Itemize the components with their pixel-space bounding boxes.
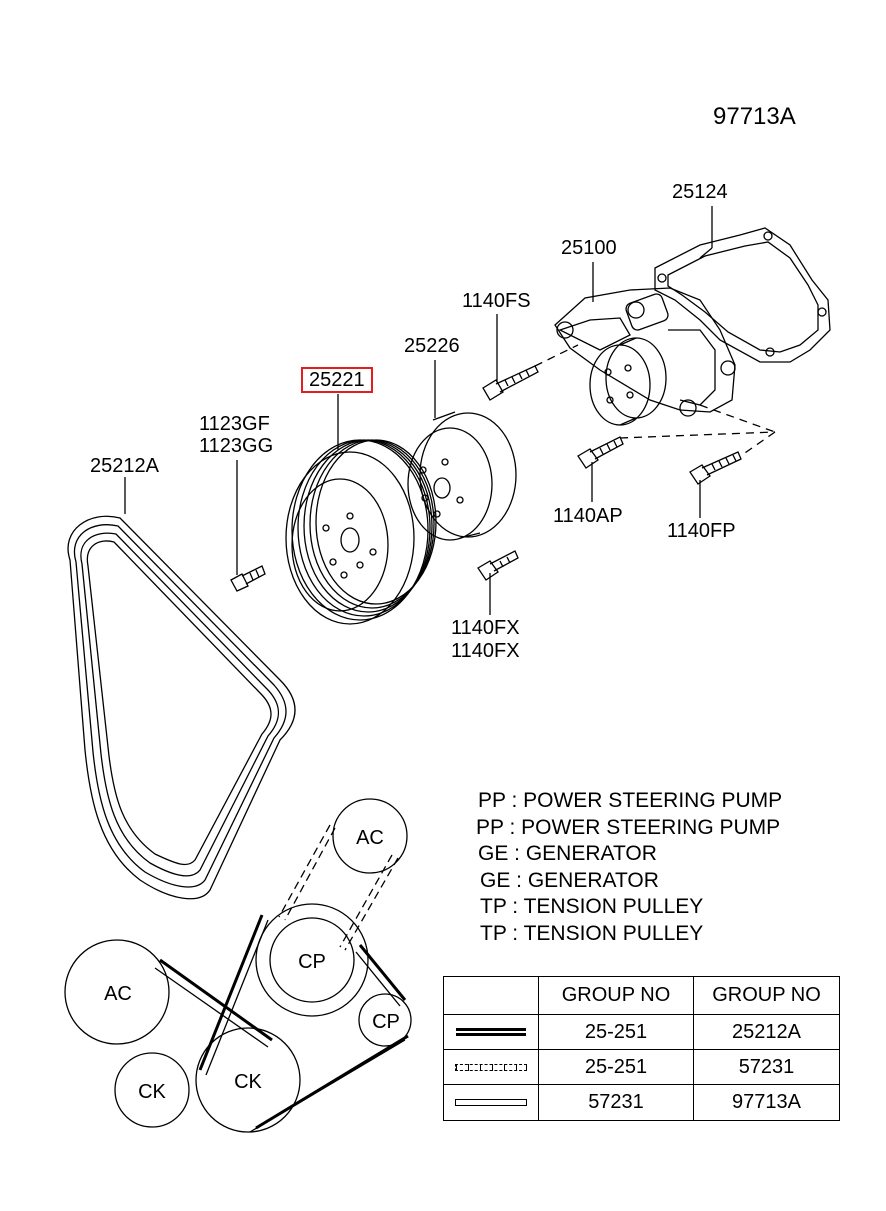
legend-item: PP : POWER STEERING PUMP: [478, 789, 783, 812]
bolt-1140fx: [477, 550, 519, 581]
belt-routing-schematic: [64, 798, 412, 1133]
callout-1140fx-a[interactable]: 1140FX: [451, 617, 520, 639]
callout-1140ap[interactable]: 1140AP: [553, 505, 623, 527]
table-row: 25-251 57231: [443, 1049, 840, 1085]
dashed-belt-swatch: [455, 1063, 527, 1071]
water-pump-pulley: [285, 439, 437, 625]
callout-1140fx-b[interactable]: 1140FX: [451, 640, 520, 662]
label-cp-small: CP: [372, 1011, 400, 1033]
pulley-ac-lower: [64, 939, 170, 1045]
legend-item: TP : TENSION PULLEY: [480, 921, 704, 945]
label-cp-upper: CP: [298, 951, 326, 973]
legend-item: GE : GENERATOR: [478, 842, 657, 865]
pulley-cp-small: [358, 993, 412, 1047]
label-ac-upper: AC: [356, 827, 384, 849]
legend-item: GE : GENERATOR: [480, 868, 659, 892]
line-style-swatch: [443, 1014, 539, 1050]
callout-25100[interactable]: 25100: [561, 237, 617, 259]
callout-1140fp[interactable]: 1140FP: [667, 520, 736, 542]
water-pump-gasket: [654, 227, 831, 363]
callout-1140fs[interactable]: 1140FS: [462, 290, 531, 312]
bolt-1140fp: [689, 451, 742, 485]
pulley-ck-large: [195, 1027, 301, 1133]
table-header-cell: GROUP NO: [693, 976, 840, 1015]
pulley-flange: [407, 411, 517, 541]
callout-25124[interactable]: 25124: [672, 181, 728, 203]
line-style-swatch: [443, 1084, 539, 1121]
table-cell: 97713A: [693, 1084, 840, 1121]
legend-item: PP : POWER STEERING PUMP: [476, 815, 781, 839]
callout-25226[interactable]: 25226: [404, 335, 460, 357]
table-cell: 25-251: [538, 1014, 694, 1050]
open-belt-swatch: [455, 1099, 527, 1107]
bolt-1123gf: [230, 565, 266, 592]
line-style-swatch: [443, 1049, 539, 1085]
bolt-1140ap: [577, 436, 624, 469]
pulley-ck-small: [114, 1052, 190, 1128]
drive-belt: [67, 515, 296, 900]
legend-item: TP : TENSION PULLEY: [480, 895, 704, 918]
callout-25221-highlighted[interactable]: 25221: [301, 367, 373, 393]
callout-25212a[interactable]: 25212A: [90, 455, 159, 477]
table-row: 25-251 25212A: [443, 1014, 840, 1050]
table-header-cell: GROUP NO: [538, 976, 694, 1015]
callout-1123gg[interactable]: 1123GG: [199, 435, 274, 457]
table-header-cell: [443, 976, 539, 1015]
table-cell: 25-251: [538, 1049, 694, 1085]
table-header-row: GROUP NO GROUP NO: [443, 976, 840, 1015]
water-pump-body: [554, 287, 736, 426]
table-cell: 57231: [538, 1084, 694, 1121]
label-ck-large: CK: [234, 1071, 262, 1093]
callout-1123gf[interactable]: 1123GF: [199, 413, 270, 435]
label-ac-lower: AC: [104, 983, 132, 1005]
diagram-id: 97713A: [713, 103, 796, 130]
abbreviation-legend: PP : POWER STEERING PUMP PP : POWER STEE…: [476, 788, 783, 947]
bolt-1140fs: [482, 365, 539, 401]
pulley-cp-upper: [269, 917, 355, 1003]
table-row: 57231 97713A: [443, 1084, 840, 1121]
table-cell: 57231: [693, 1049, 840, 1085]
solid-belt-swatch: [456, 1028, 526, 1037]
label-ck-small: CK: [138, 1081, 166, 1103]
table-cell: 25212A: [693, 1014, 840, 1050]
pulley-ac-upper: [332, 798, 408, 874]
pulley-cp-upper-outer: [255, 903, 369, 1017]
group-number-table: GROUP NO GROUP NO 25-251 25212A 25-251 5…: [443, 976, 840, 1121]
